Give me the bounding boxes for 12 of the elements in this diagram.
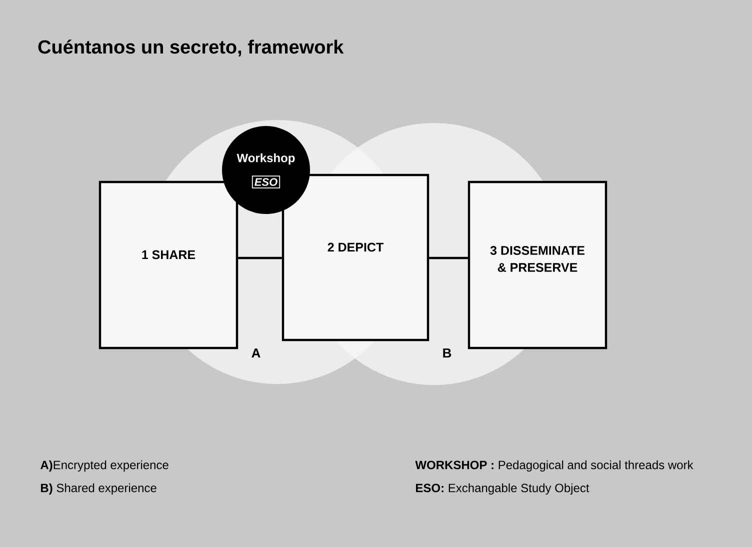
- legend-note: WORKSHOP : Pedagogical and social threads work: [415, 460, 694, 472]
- step-box: 3 DISSEMINATE & PRESERVE: [468, 180, 608, 350]
- step-box: 1 SHARE: [98, 180, 238, 350]
- region-letter: B: [443, 348, 452, 358]
- legend-note: B) Shared experience: [41, 483, 156, 495]
- step-box: 2 DEPICT: [282, 174, 430, 342]
- title: Cuéntanos un secreto, framework: [38, 40, 344, 56]
- legend-note: ESO: Exchangable Study Object: [416, 483, 590, 495]
- region-letter: A: [252, 348, 260, 358]
- legend-note: A)Encrypted experience: [40, 460, 168, 472]
- connector-line: [238, 256, 282, 260]
- connector-line: [429, 256, 468, 260]
